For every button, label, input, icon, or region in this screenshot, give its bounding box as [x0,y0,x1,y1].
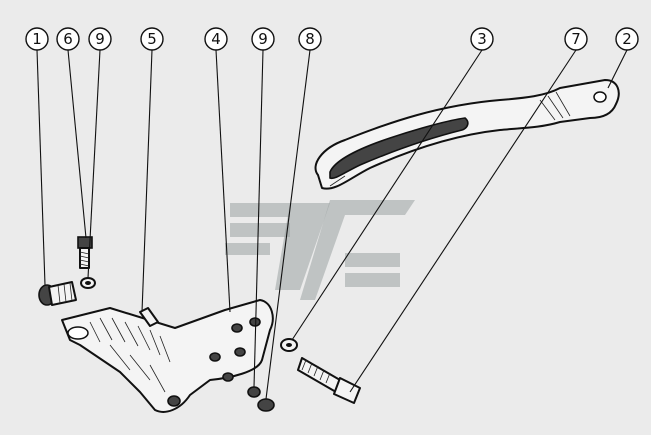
callout-label: 6 [63,30,73,48]
watermark-logo [225,200,415,300]
callout-8: 8 [298,27,322,51]
leader-lines [36,49,628,400]
washer-part-9b [247,386,261,398]
callout-5: 5 [140,27,164,51]
nut-part-8 [257,398,275,412]
callout-3: 3 [470,27,494,51]
callout-9a: 9 [88,27,112,51]
callout-2: 2 [615,27,639,51]
callout-label: 5 [147,30,157,48]
callout-label: 9 [95,30,105,48]
callout-label: 7 [571,30,581,48]
callout-label: 8 [305,30,315,48]
long-bolt-part-7 [297,357,361,404]
callout-1: 1 [25,27,49,51]
callout-label: 9 [258,30,268,48]
callout-label: 2 [622,30,632,48]
callout-9b: 9 [251,27,275,51]
callout-6: 6 [56,27,80,51]
callout-7: 7 [564,27,588,51]
bolt-part-1 [38,281,77,306]
adjusting-bracket-part-2 [314,79,620,190]
callout-label: 3 [477,30,487,48]
callout-label: 1 [32,30,42,48]
stud-part-5 [139,307,159,327]
washer-part-9a [80,277,96,289]
washer-part-3 [280,338,298,352]
callout-label: 4 [211,30,221,48]
mounting-bracket-part-4 [61,299,274,413]
callout-4: 4 [204,27,228,51]
